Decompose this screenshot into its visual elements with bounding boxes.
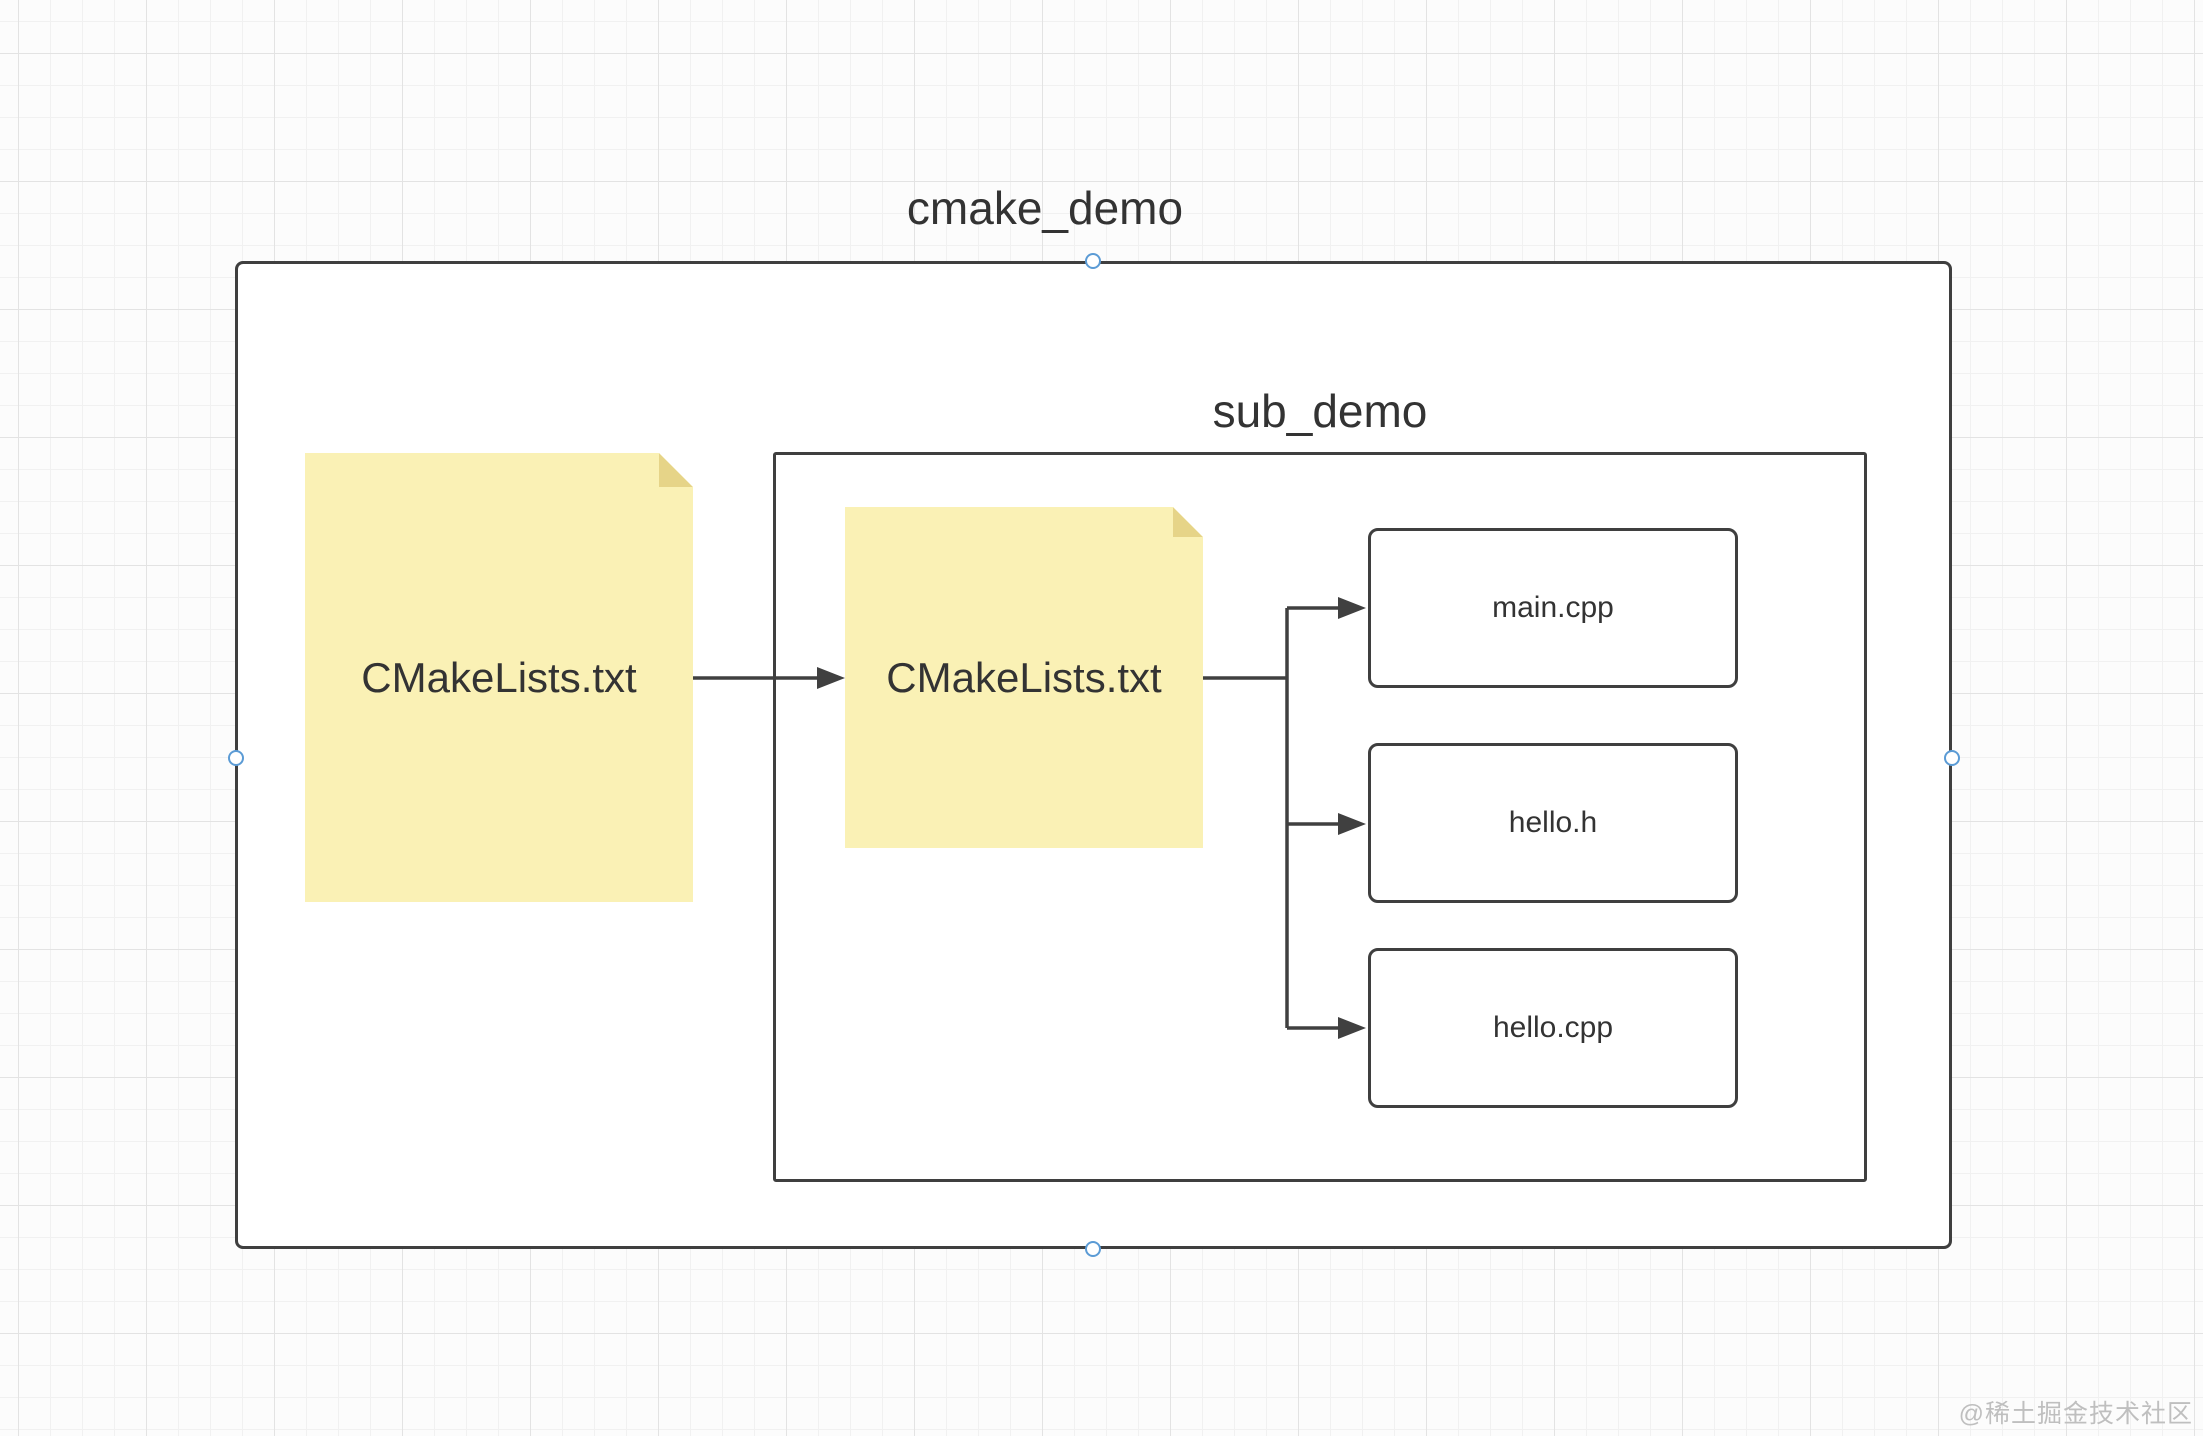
arrow-sub-to-files[interactable]	[1203, 597, 1366, 1039]
file-box-hello-cpp[interactable]: hello.cpp	[1368, 948, 1738, 1108]
sub-cmakelists-note[interactable]: CMakeLists.txt	[845, 507, 1203, 848]
sub-group-label: sub_demo	[1212, 385, 1428, 437]
arrow-root-to-sub[interactable]	[693, 667, 845, 689]
file-label: hello.h	[1508, 806, 1598, 839]
file-box-hello-h[interactable]: hello.h	[1368, 743, 1738, 903]
root-cmakelists-label: CMakeLists.txt	[361, 653, 637, 701]
diagram-title: cmake_demo	[906, 182, 1184, 234]
connection-handle-right[interactable]	[1944, 750, 1960, 766]
connection-handle-top[interactable]	[1085, 253, 1101, 269]
file-box-main-cpp[interactable]: main.cpp	[1368, 528, 1738, 688]
connection-handle-bottom[interactable]	[1085, 1241, 1101, 1257]
file-label: main.cpp	[1492, 591, 1614, 624]
file-label: hello.cpp	[1492, 1011, 1614, 1044]
watermark: @稀土掘金技术社区	[1958, 1400, 2193, 1428]
sub-cmakelists-label: CMakeLists.txt	[886, 653, 1162, 701]
connection-handle-left[interactable]	[228, 750, 244, 766]
root-cmakelists-note[interactable]: CMakeLists.txt	[305, 453, 693, 902]
